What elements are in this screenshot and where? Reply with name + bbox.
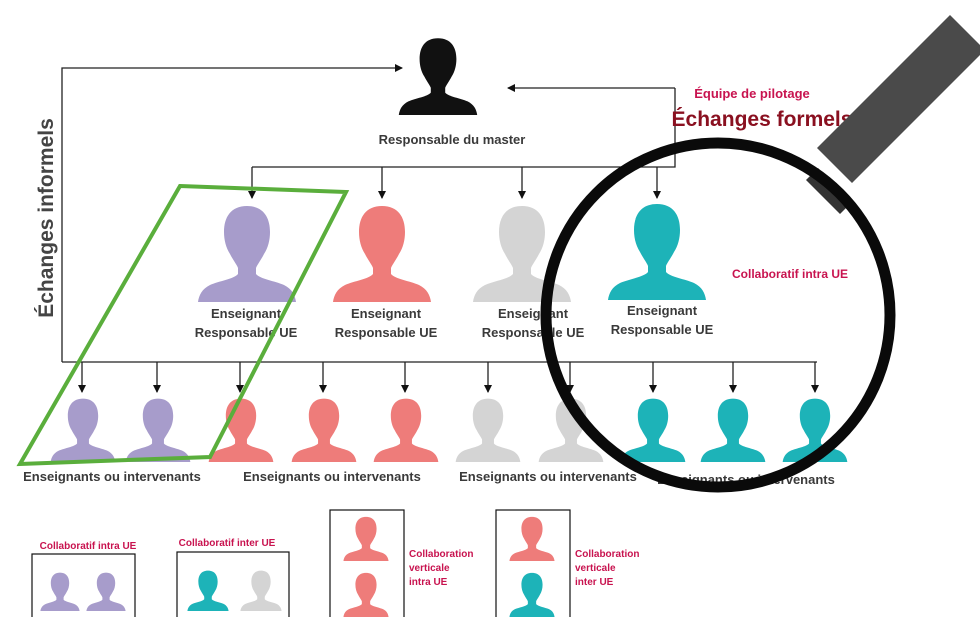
member-icon-red-3 bbox=[373, 398, 439, 462]
informal-exchange-label: Échanges informels bbox=[35, 118, 58, 318]
teacher-2-line1: Enseignant bbox=[351, 306, 422, 321]
teacher-3-line2: Responsable UE bbox=[482, 325, 585, 340]
legend-intra-icon-1 bbox=[40, 572, 80, 611]
teachers-row: Enseignant Responsable UE Enseignant Res… bbox=[195, 204, 714, 340]
legend-vertical-intra-box bbox=[329, 509, 405, 617]
legend-vertical-intra-line2: verticale bbox=[409, 563, 450, 574]
legend-vertical-inter-line1: Collaboration bbox=[575, 549, 639, 560]
legend-vertical-intra-icon-2 bbox=[343, 572, 389, 617]
master-icon bbox=[398, 38, 478, 116]
legend-inter-box bbox=[176, 551, 290, 617]
teacher-icon-purple bbox=[198, 206, 296, 302]
legend-vertical-inter-box bbox=[495, 509, 571, 617]
legend-vertical-inter-icon-teal bbox=[509, 572, 555, 617]
member-icon-red-1 bbox=[208, 398, 274, 462]
legend-vertical-intra-line1: Collaboration bbox=[409, 549, 473, 560]
teacher-1-line2: Responsable UE bbox=[195, 325, 298, 340]
legend-vertical-inter-line2: verticale bbox=[575, 563, 616, 574]
member-icon-purple-1 bbox=[50, 398, 116, 462]
magnifier-icon bbox=[540, 15, 980, 493]
member-icon-purple-2 bbox=[125, 398, 191, 462]
legend-inter-label: Collaboratif inter UE bbox=[179, 538, 276, 549]
teacher-icon-red bbox=[333, 206, 431, 302]
legend-vertical-inter-icon-red bbox=[509, 516, 555, 561]
legend-intra-box bbox=[31, 553, 136, 617]
group-label-2: Enseignants ou intervenants bbox=[243, 469, 421, 484]
member-icon-teal-2 bbox=[700, 398, 766, 462]
collab-intra-label-zoomed: Collaboratif intra UE bbox=[732, 267, 848, 281]
teacher-1-line1: Enseignant bbox=[211, 306, 282, 321]
member-icon-gray-1 bbox=[455, 398, 521, 462]
pilotage-label: Équipe de pilotage bbox=[694, 86, 810, 101]
teacher-4-line2: Responsable UE bbox=[611, 322, 714, 337]
group-label-3: Enseignants ou intervenants bbox=[459, 469, 637, 484]
group-label-1: Enseignants ou intervenants bbox=[23, 469, 201, 484]
member-icon-red-2 bbox=[291, 398, 357, 462]
legend-intra-label: Collaboratif intra UE bbox=[40, 541, 137, 552]
legend-vertical-intra-line3: intra UE bbox=[409, 577, 448, 588]
legend-intra-icon-2 bbox=[86, 572, 126, 611]
teacher-3-line1: Enseignant bbox=[498, 306, 569, 321]
magnifier-handle bbox=[817, 15, 980, 183]
team-members-row: Enseignants ou intervenants Enseignants … bbox=[23, 398, 848, 487]
teacher-4-line1: Enseignant bbox=[627, 303, 698, 318]
informal-exchange-line bbox=[61, 67, 378, 362]
legend-inter-icon-teal bbox=[187, 570, 229, 611]
member-icon-teal-1 bbox=[620, 398, 686, 462]
teacher-2-line2: Responsable UE bbox=[335, 325, 438, 340]
legend: Collaboratif intra UE Collaboratif inter… bbox=[31, 509, 639, 617]
legend-vertical-intra-icon-1 bbox=[343, 516, 389, 561]
teacher-icon-teal bbox=[608, 204, 706, 300]
formal-exchange-label: Échanges formels bbox=[672, 108, 853, 131]
highlight-outline bbox=[16, 183, 350, 467]
magnifier-lens bbox=[540, 137, 896, 493]
connectors bbox=[61, 64, 819, 393]
master-label: Responsable du master bbox=[379, 132, 526, 147]
legend-vertical-inter-line3: inter UE bbox=[575, 577, 614, 588]
legend-inter-icon-gray bbox=[240, 570, 282, 611]
formal-exchange-line bbox=[252, 88, 676, 168]
